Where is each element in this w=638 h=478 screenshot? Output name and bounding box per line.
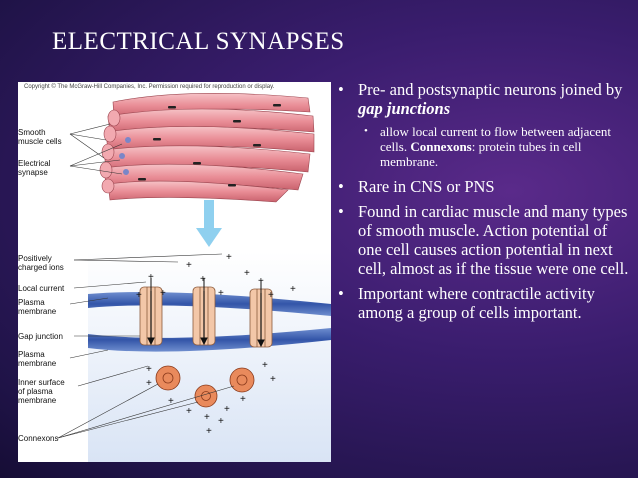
bottom-label-leaders	[57, 253, 235, 439]
svg-text:+: +	[240, 394, 246, 405]
bullet-symbol: •	[364, 125, 368, 137]
bullet-cardiac-muscle: • Found in cardiac muscle and many types…	[336, 202, 631, 278]
label-line: Smooth	[18, 128, 46, 137]
svg-text:+: +	[226, 252, 232, 263]
label-electrical-synapse: Electrical synapse	[18, 159, 50, 177]
bullet-symbol: •	[338, 284, 344, 303]
svg-text:+: +	[262, 360, 268, 371]
svg-text:+: +	[168, 396, 174, 407]
svg-text:+: +	[200, 274, 206, 285]
bullet-contractile: • Important where contractile activity a…	[336, 284, 631, 322]
bullet-list: • Pre- and postsynaptic neurons joined b…	[336, 80, 631, 328]
copyright-notice: Copyright © The McGraw-Hill Companies, I…	[24, 84, 275, 90]
label-line: Plasma	[18, 350, 45, 359]
label-line: muscle cells	[18, 137, 62, 146]
label-line: of plasma	[18, 387, 53, 396]
label-line: Plasma	[18, 298, 45, 307]
subbullet-text: allow local current to flow between adja…	[380, 124, 612, 154]
bullet-text: Pre- and postsynaptic neurons joined by	[358, 80, 623, 99]
svg-text:+: +	[186, 260, 192, 271]
label-gap-junction: Gap junction	[18, 332, 63, 341]
svg-text:+: +	[290, 284, 296, 295]
synapse-figure: +++ +++ +++ ++ +++ +++ +++ ++	[18, 82, 331, 462]
slide-title: ELECTRICAL SYNAPSES	[52, 28, 345, 55]
svg-text:+: +	[160, 288, 166, 299]
label-line: Electrical	[18, 159, 51, 168]
bullet-emphasis: gap junctions	[358, 99, 451, 118]
label-local-current: Local current	[18, 284, 65, 293]
bullet-text: Rare in CNS or PNS	[358, 177, 495, 196]
connexons-term: Connexons	[410, 139, 472, 154]
bullet-rare-cns: • Rare in CNS or PNS	[336, 177, 631, 196]
svg-text:+: +	[270, 374, 276, 385]
label-line: membrane	[18, 307, 57, 316]
blue-arrow	[196, 200, 222, 247]
connexon-rings	[155, 365, 255, 408]
label-line: charged ions	[18, 263, 64, 272]
synapse-illustration: +++ +++ +++ ++ +++ +++ +++ ++	[57, 93, 331, 462]
current-arrows	[147, 278, 265, 348]
svg-text:+: +	[136, 290, 142, 301]
bullet-symbol: •	[338, 177, 344, 196]
svg-text:+: +	[224, 404, 230, 415]
label-smooth-muscle: Smooth muscle cells	[18, 128, 62, 146]
subbullet-text-rest: : protein tubes in cell membrane.	[380, 139, 582, 169]
svg-text:+: +	[146, 364, 152, 375]
svg-text:+: +	[186, 406, 192, 417]
top-label-leaders	[69, 123, 123, 175]
label-line: Inner surface	[18, 378, 65, 387]
svg-text:+: +	[218, 288, 224, 299]
label-plasma-membrane-bottom: Plasma membrane	[18, 350, 56, 368]
svg-text:+: +	[204, 412, 210, 423]
label-line: synapse	[18, 168, 48, 177]
subbullet-local-current: • allow local current to flow between ad…	[336, 124, 631, 169]
svg-text:+: +	[218, 416, 224, 427]
label-connexons: Connexons	[18, 434, 59, 443]
muscle-fiber-bundle	[99, 93, 315, 203]
label-plasma-membrane-top: Plasma membrane	[18, 298, 56, 316]
label-line: membrane	[18, 396, 57, 405]
label-positively-charged-ions: Positively charged ions	[18, 254, 64, 272]
bullet-symbol: •	[338, 202, 344, 221]
svg-text:+: +	[244, 268, 250, 279]
svg-text:+: +	[148, 272, 154, 283]
bullet-text: Found in cardiac muscle and many types o…	[358, 202, 629, 278]
svg-text:+: +	[206, 426, 212, 437]
bullet-gap-junctions: • Pre- and postsynaptic neurons joined b…	[336, 80, 631, 118]
svg-text:+: +	[268, 290, 274, 301]
bullet-text: Important where contractile activity amo…	[358, 284, 595, 322]
label-line: membrane	[18, 359, 57, 368]
label-line: Positively	[18, 254, 52, 263]
label-inner-surface: Inner surface of plasma membrane	[18, 378, 65, 405]
bullet-symbol: •	[338, 80, 344, 99]
svg-text:+: +	[146, 378, 152, 389]
